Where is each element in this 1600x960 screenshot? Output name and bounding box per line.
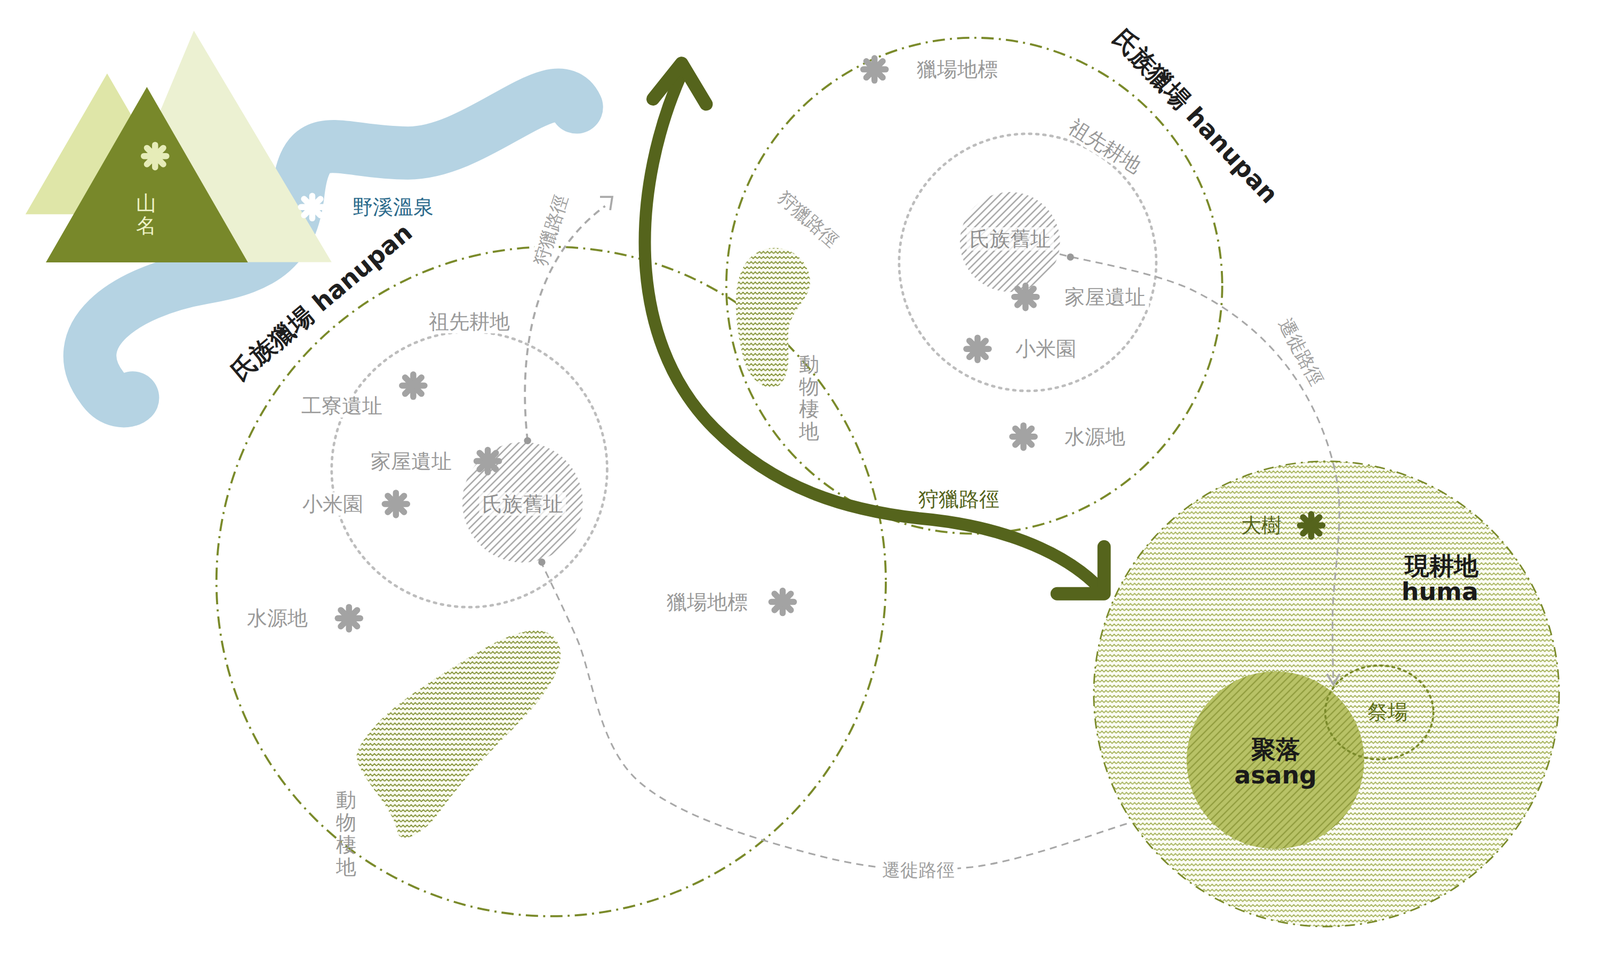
asterisk-icon (1012, 425, 1035, 448)
asterisk-icon (384, 492, 407, 516)
place-label: 小米園 (1012, 337, 1079, 361)
settlement-circle: 聚落 asang (1185, 670, 1366, 851)
connector-line (540, 560, 1131, 870)
node-label: 氏族舊址 (966, 227, 1054, 251)
node-label: 氏族舊址 (478, 492, 566, 516)
mountain-node: 山名 (45, 86, 248, 263)
node-label: 祖先耕地 (1061, 113, 1149, 180)
node-label: 祖先耕地 (425, 309, 513, 334)
arrow-head (1057, 546, 1104, 594)
ritual-ground-ellipse: 祭場 (1323, 663, 1436, 762)
node-label: 現耕地 huma (1395, 553, 1479, 605)
asterisk-icon (402, 374, 425, 397)
arrow-head (1326, 674, 1340, 685)
node-label: 山名 (135, 192, 156, 237)
node-label: 祭場 (1367, 700, 1408, 724)
asterisk-icon (771, 590, 794, 614)
place-label: 家屋遺址 (1061, 285, 1149, 309)
arrow-head (652, 63, 706, 105)
path-dot (538, 558, 546, 566)
animal-habitat-blob: 動物棲地 (732, 244, 815, 388)
asterisk-icon (337, 606, 360, 630)
place-label: 水源地 (1061, 425, 1128, 449)
asterisk-icon (1300, 514, 1323, 537)
place-label: 水源地 (244, 606, 311, 630)
asterisk-icon (300, 195, 324, 219)
node-shape (352, 624, 567, 842)
node-label: 動物棲地 (335, 788, 356, 879)
place-label: 小米園 (299, 492, 366, 516)
place-label: 獵場地標 (663, 590, 751, 614)
node-label: 動物棲地 (798, 353, 820, 443)
arrow-head (600, 196, 613, 211)
asterisk-icon (1014, 285, 1037, 309)
edge-label: 遷徙路徑 (1273, 312, 1329, 392)
asterisk-icon (966, 337, 989, 360)
asterisk-icon (476, 450, 499, 473)
place-label: 大樹 (1241, 513, 1282, 538)
animal-habitat-blob: 動物棲地 (352, 624, 567, 842)
place-label: 野溪溫泉 (352, 195, 434, 219)
place-label: 家屋遺址 (367, 449, 455, 474)
current-field-circle: 現耕地 huma 聚落 asang 祭場 (1091, 459, 1562, 929)
node-label: 聚落 asang (1234, 736, 1318, 788)
place-label: 工寮遺址 (298, 394, 386, 418)
asterisk-icon (144, 145, 167, 168)
edge-label: 遷徙路徑 (878, 859, 958, 882)
asterisk-icon (863, 58, 886, 81)
place-label: 獵場地標 (913, 57, 1001, 82)
node-label: 氏族獵場 hanupan (1106, 21, 1286, 212)
migration-path (1059, 254, 1340, 685)
path-dot (1066, 253, 1074, 261)
connector-line (1059, 254, 1340, 685)
hunting-arrow (644, 73, 1096, 585)
migration-path (540, 560, 1131, 870)
path-label: 狩獵路徑 (529, 189, 574, 271)
hunting-ground-circle: 氏族獵場 hanupan祖先耕地氏族舊址動物棲地 (724, 35, 1225, 536)
path-dot (523, 437, 531, 445)
path-label: 狩獵路徑 (915, 487, 1003, 511)
path-label: 狩獵路徑 (771, 185, 845, 254)
old-site-circle: 氏族舊址 (958, 190, 1061, 293)
